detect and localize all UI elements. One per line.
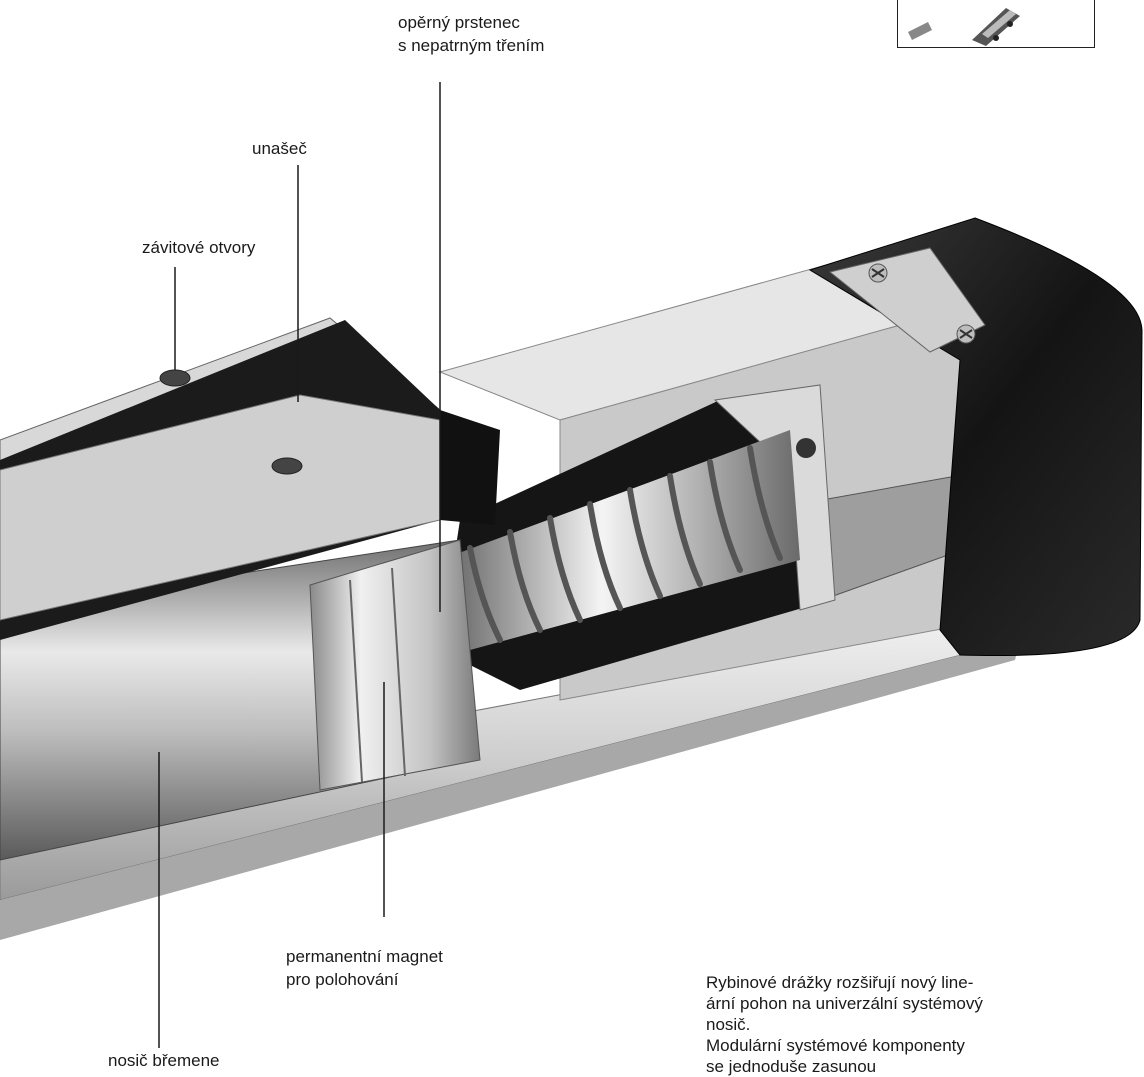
description-line: nosič. xyxy=(706,1015,751,1034)
description-line: ární pohon na univerzální systémový xyxy=(706,994,983,1013)
label-support-ring-line2: s nepatrným třením xyxy=(398,36,545,55)
ring-groove xyxy=(391,567,406,777)
label-magnet-line1: permanentní magnet xyxy=(286,947,443,966)
label-magnet-line2: pro polohování xyxy=(286,970,399,989)
ball-screw xyxy=(440,430,800,650)
cross-screw-icon xyxy=(956,324,976,344)
cross-screw-icon xyxy=(868,263,888,283)
label-load-carrier: nosič břemene xyxy=(108,1051,220,1070)
profile-bottom-edge xyxy=(0,640,1020,940)
description-line: Rybinové drážky rozšiřují nový line- xyxy=(706,973,974,992)
description-paragraph: Rybinové drážky rozšiřují nový line- árn… xyxy=(706,972,1126,1077)
thumbnail-actuator-image xyxy=(908,8,1020,46)
carriage-end-face xyxy=(440,410,500,525)
label-threaded-holes: závitové otvory xyxy=(142,238,256,257)
label-support-ring-line1: opěrný prstenec xyxy=(398,13,520,32)
threaded-hole xyxy=(159,369,191,387)
ring-groove xyxy=(349,579,363,783)
threaded-hole xyxy=(271,457,303,475)
description-line: se jednoduše zasunou xyxy=(706,1057,877,1076)
support-ring xyxy=(309,539,481,791)
bearing-hole xyxy=(796,438,816,458)
thumbnail-frame xyxy=(897,0,1095,48)
end-cap xyxy=(808,217,1143,657)
label-driver: unašeč xyxy=(252,139,307,158)
description-line: Modulární systémové komponenty xyxy=(706,1036,965,1055)
